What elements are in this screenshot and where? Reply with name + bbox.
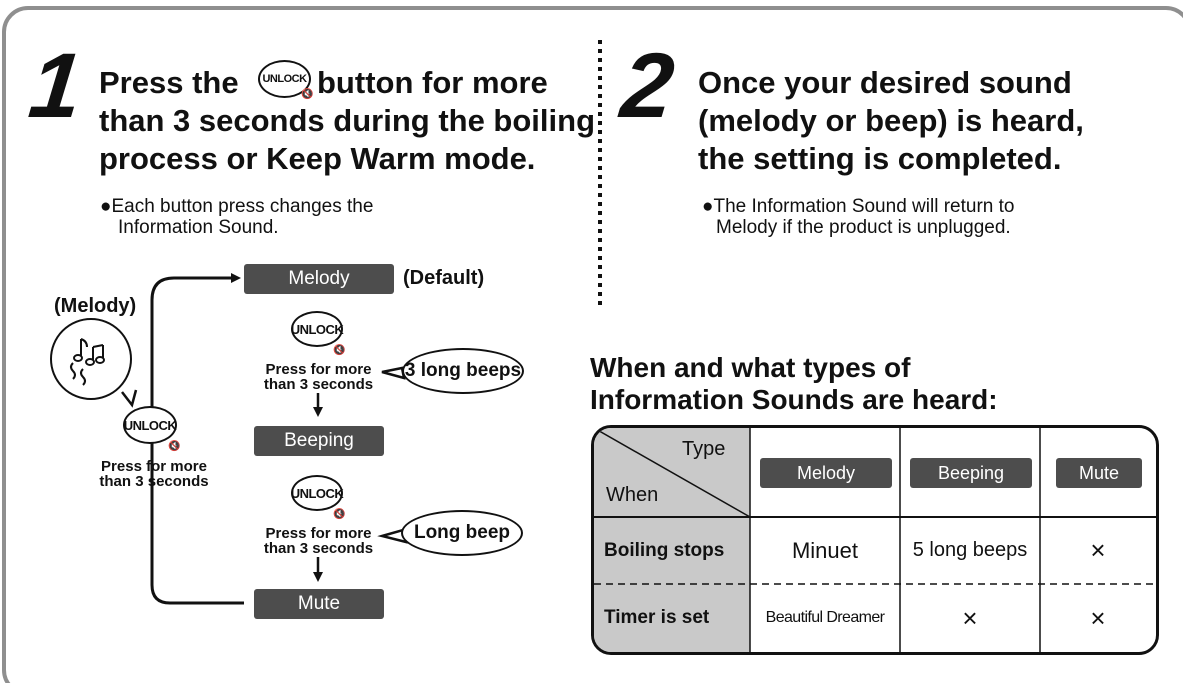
corner-when-label: When [606,484,659,506]
sound-mute-icon: 🔇 [333,509,346,520]
table-title-line1: When and what types of [590,352,911,383]
melody-label: (Melody) [54,295,137,317]
cell-timer-melody: Beautiful Dreamer [765,609,885,626]
cell-boiling-beeping: 5 long beeps [912,539,1028,561]
music-notes-icon [70,338,105,386]
row-label-timer-is-set: Timer is set [604,607,710,628]
press-instruction: Press for more than 3 seconds [99,458,209,490]
melody-bubble [50,318,132,400]
step-2-heading-line1: Once your desired sound [698,65,1072,100]
cell-boiling-mute: × [1090,535,1106,565]
cell-timer-beeping: × [962,602,978,633]
table-title-line2: Information Sounds are heard: [590,384,998,415]
bubble-long-beep: Long beep [401,510,523,556]
step-2-bullet-line2: Melody if the product is unplugged. [716,217,1011,238]
step-2-bullet-line1: ●The Information Sound will return to [702,196,1015,217]
column-header-melody: Melody [760,458,892,488]
column-header-mute: Mute [1056,458,1142,488]
table-shade [594,428,750,652]
step-1-heading-line3: process or Keep Warm mode. [99,141,536,176]
row-label-boiling-stops: Boiling stops [604,539,725,561]
step-1-heading-line1: Press the [99,64,239,102]
state-mute: Mute [254,589,384,619]
press-instruction: Press for more than 3 seconds [263,361,374,393]
unlock-button-icon: UNLOCK [258,60,311,98]
sound-mute-icon: 🔇 [168,441,181,452]
sound-mute-icon: 🔇 [333,345,346,356]
step-1-bullet-line2: Information Sound. [118,217,279,238]
step-2-heading-line3: the setting is completed. [698,141,1062,176]
step-2-number: 2 [616,35,677,137]
default-label: (Default) [403,267,485,289]
step-1-heading-line1-end: button for more [317,65,548,100]
unlock-button-icon: UNLOCK [291,311,344,347]
state-melody: Melody [244,264,394,294]
table-grid [594,428,1156,652]
press-instruction: Press for more than 3 seconds [263,525,374,557]
state-beeping: Beeping [254,426,384,456]
column-header-beeping: Beeping [910,458,1032,488]
unlock-button-icon: UNLOCK [291,475,344,511]
info-sound-table: Type When Melody Beeping Mute Boiling st… [591,425,1159,655]
bubble-3-long-beeps: 3 long beeps [402,348,524,394]
sound-mute-icon: 🔇 [301,89,314,100]
step-2-heading-line2: (melody or beep) is heard, [698,103,1084,138]
unlock-button-icon: UNLOCK [123,406,177,444]
step-1-heading-line2: than 3 seconds during the boiling [99,103,596,138]
step-1-text-before: Press the [99,65,239,100]
corner-type-label: Type [682,438,726,460]
step-1-bullet-line1: ●Each button press changes the [100,196,374,217]
cell-boiling-melody: Minuet [791,537,859,563]
cell-timer-mute: × [1090,602,1106,633]
